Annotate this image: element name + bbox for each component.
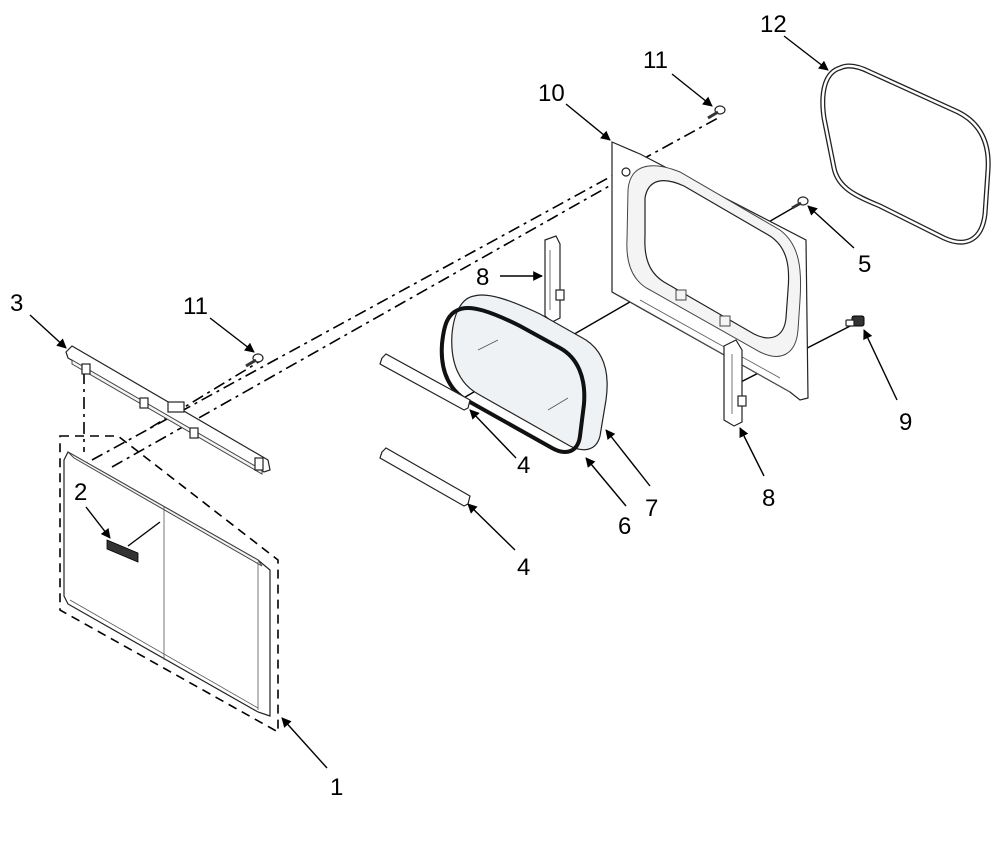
hinge-screw — [791, 196, 809, 210]
label-part-2: 2 — [74, 479, 87, 506]
nameplate-badge — [106, 521, 161, 563]
frame-screw — [707, 105, 726, 120]
label-part-9: 9 — [899, 409, 912, 436]
label-part-3: 3 — [10, 290, 23, 317]
outer-door-panel — [59, 435, 279, 734]
label-part-7: 7 — [645, 495, 658, 522]
handle-screw — [245, 353, 264, 368]
door-gasket — [820, 63, 991, 245]
label-part-11-top: 11 — [643, 47, 668, 74]
part-number-labels: 1 2 3 4 4 5 6 7 8 8 9 10 11 11 12 — [10, 11, 912, 801]
glass-seal — [439, 305, 587, 454]
label-part-6: 6 — [618, 513, 631, 540]
door-hinge-upper — [544, 235, 565, 323]
label-part-8-lower: 8 — [762, 485, 775, 512]
label-part-5: 5 — [858, 251, 871, 278]
callout-leaders — [29, 35, 898, 769]
label-part-1: 1 — [330, 774, 343, 801]
label-part-4-lower: 4 — [517, 554, 530, 581]
label-part-11-left: 11 — [183, 293, 208, 320]
trim-strip-lower — [379, 447, 471, 507]
label-part-4-upper: 4 — [517, 452, 530, 479]
label-part-10: 10 — [538, 80, 565, 107]
inner-door-frame — [611, 141, 809, 401]
door-bumper — [845, 315, 865, 327]
label-part-8-upper: 8 — [476, 264, 489, 291]
door-hinge-lower — [723, 339, 747, 427]
label-part-12: 12 — [760, 11, 787, 38]
inner-glass — [451, 294, 608, 451]
door-handle — [65, 345, 271, 475]
trim-strip-upper — [379, 353, 471, 411]
